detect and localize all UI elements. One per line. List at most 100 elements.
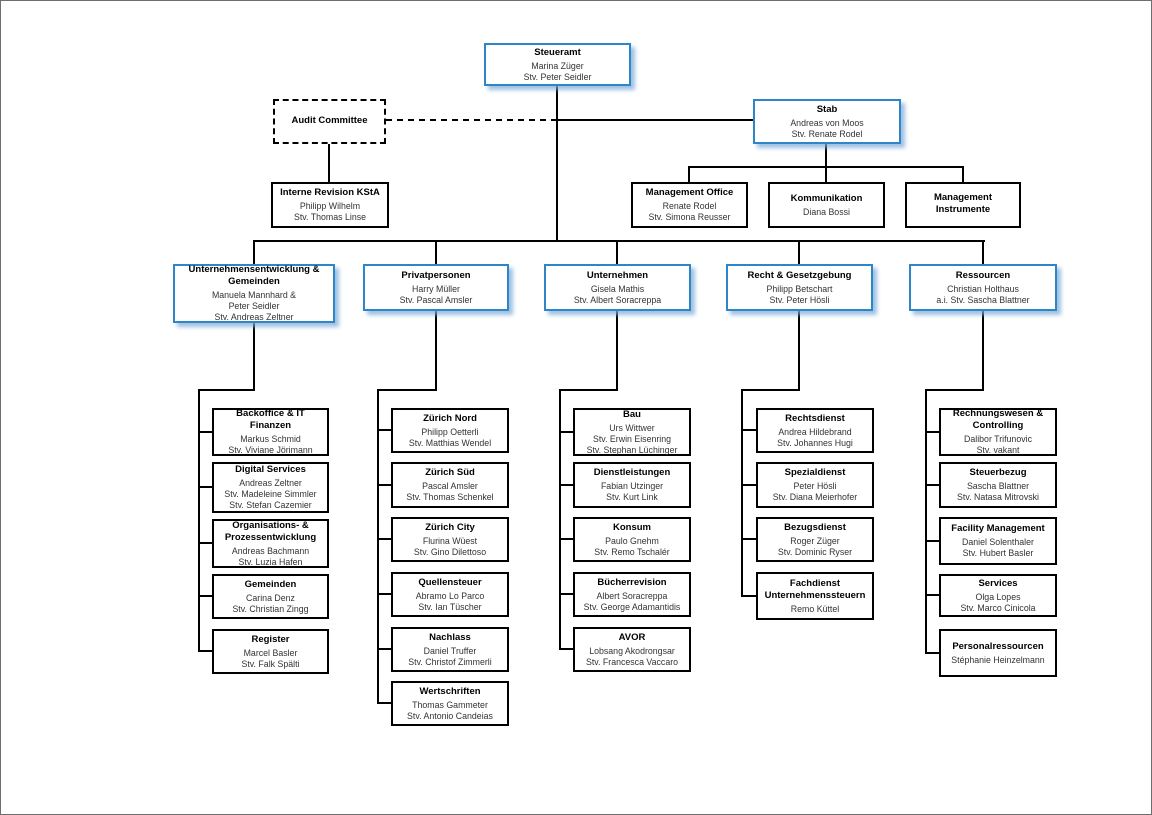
node-title: Audit Committee: [291, 114, 368, 126]
org-node-zuerich-city: Zürich City Flurina Wüest Stv. Gino Dile…: [391, 517, 509, 562]
org-node-steueramt: Steueramt Marina Züger Stv. Peter Seidle…: [484, 43, 631, 86]
connector-col1-spine: [198, 389, 200, 652]
connector-col2-stub-5: [377, 648, 391, 650]
connector-col3-stub-1: [559, 431, 573, 433]
connector-drop-division-2: [435, 240, 437, 264]
connector-drop-division-1: [253, 240, 255, 264]
node-person: Roger Züger: [790, 535, 840, 546]
connector-col5-jog: [925, 389, 984, 391]
node-person: Sascha Blattner: [966, 481, 1030, 491]
node-person: Manuela Mannhard &: [211, 290, 297, 300]
org-node-bau: Bau Urs Wittwer Stv. Erwin Eisenring Stv…: [573, 408, 691, 456]
node-person: Marina Züger: [531, 60, 584, 71]
connector-col4-stub-3: [741, 538, 756, 540]
org-node-stab: Stab Andreas von Moos Stv. Renate Rodel: [753, 99, 901, 144]
node-deputy: Stv. Andreas Zeltner: [214, 312, 294, 322]
node-person: Markus Schmid: [240, 434, 301, 444]
node-title: Bezugsdienst: [784, 521, 846, 533]
node-title: Quellensteuer: [418, 576, 482, 588]
connector-col2-stub-1: [377, 429, 391, 431]
connector-col5-stub-1: [925, 431, 939, 433]
node-deputy: Stv. George Adamantidis: [583, 601, 681, 612]
connector-col3-stub-4: [559, 593, 573, 595]
node-person: Philipp Betschart: [766, 283, 833, 294]
node-person: Stéphanie Heinzelmann: [951, 654, 1045, 665]
connector-drop-kommunikation: [825, 166, 827, 182]
node-title: Kommunikation: [790, 192, 863, 204]
node-title: Organisations- & Prozessentwicklung: [224, 519, 317, 543]
node-title: Register: [251, 633, 290, 645]
connector-col4-spine: [741, 389, 743, 597]
org-node-audit-committee: Audit Committee: [273, 99, 386, 144]
connector-col1-drop: [253, 323, 255, 391]
org-node-wertschriften: Wertschriften Thomas Gammeter Stv. Anton…: [391, 681, 509, 726]
node-title: Services: [978, 577, 1018, 589]
node-deputy: Stv. Peter Hösli: [769, 294, 830, 305]
node-title: Unternehmensentwicklung & Gemeinden: [188, 264, 320, 287]
node-title: Management Instrumente: [933, 192, 993, 215]
connector-col1-stub-4: [198, 595, 212, 597]
node-deputy: Stv. Peter Seidler: [523, 71, 592, 82]
org-node-management-instrumente: Management Instrumente: [905, 182, 1021, 228]
org-node-division-unternehmensentwicklung: Unternehmensentwicklung & Gemeinden Manu…: [173, 264, 335, 323]
node-deputy: Stv. Erwin Eisenring: [592, 433, 672, 444]
node-person: Philipp Wilhelm: [299, 201, 361, 211]
node-person: Peter Hösli: [793, 481, 837, 491]
node-deputy: Stv. Gino Dilettoso: [413, 546, 487, 557]
node-deputy: Stv. Simona Reusser: [648, 212, 731, 222]
org-node-steuerbezug: Steuerbezug Sascha Blattner Stv. Natasa …: [939, 462, 1057, 508]
node-title: AVOR: [618, 631, 646, 643]
node-title: Ressourcen: [955, 269, 1011, 281]
org-node-rechnungswesen-controlling: Rechnungswesen & Controlling Dalibor Tri…: [939, 408, 1057, 456]
connector-col2-stub-3: [377, 538, 391, 540]
node-title: Zürich Nord: [423, 412, 477, 424]
connector-col4-drop: [798, 311, 800, 391]
org-node-division-privatpersonen: Privatpersonen Harry Müller Stv. Pascal …: [363, 264, 509, 311]
node-title: Bau: [623, 408, 641, 420]
node-person: Harry Müller: [412, 283, 460, 294]
connector-trunk-stab: [556, 119, 753, 121]
connector-drop-management-instrumente: [962, 166, 964, 182]
node-deputy: Stv. Falk Spälti: [241, 658, 300, 669]
org-node-personalressourcen: Personalressourcen Stéphanie Heinzelmann: [939, 629, 1057, 677]
node-title: Privatpersonen: [401, 269, 471, 281]
node-title: Unternehmen: [586, 269, 649, 281]
org-node-spezialdienst: Spezialdienst Peter Hösli Stv. Diana Mei…: [756, 462, 874, 508]
node-deputy: Stv. Thomas Linse: [293, 212, 367, 222]
connector-col3-jog: [559, 389, 618, 391]
node-person: Abramo Lo Parco: [415, 590, 485, 601]
org-node-zuerich-nord: Zürich Nord Philipp Oetterli Stv. Matthi…: [391, 408, 509, 453]
org-node-backoffice-it-finanzen: Backoffice & IT Finanzen Markus Schmid S…: [212, 408, 329, 456]
node-deputy: Stv. Thomas Schenkel: [406, 492, 494, 502]
node-deputy: Stv. Christian Zingg: [232, 603, 309, 614]
node-deputy: Stv. Antonio Candeias: [407, 710, 493, 721]
node-person: Olga Lopes: [975, 591, 1021, 602]
connector-col2-drop: [435, 311, 437, 391]
node-person: Marcel Basler: [243, 647, 298, 658]
node-deputy: Stv. Stefan Cazemier: [229, 500, 312, 510]
node-title: Zürich City: [425, 521, 475, 533]
connector-audit-dashed: [386, 119, 557, 121]
org-node-fachdienst-unternehmenssteuern: Fachdienst Unternehmenssteuern Remo Kütt…: [756, 572, 874, 620]
org-node-nachlass: Nachlass Daniel Truffer Stv. Christof Zi…: [391, 627, 509, 672]
node-person: Renate Rodel: [662, 201, 717, 211]
connector-drop-division-4: [798, 240, 800, 264]
org-node-konsum: Konsum Paulo Gnehm Stv. Remo Tschalér: [573, 517, 691, 562]
node-deputy: Stv. Viviane Jörimann: [228, 445, 313, 455]
node-deputy: Stv. Francesca Vaccaro: [585, 656, 679, 667]
org-node-kommunikation: Kommunikation Diana Bossi: [768, 182, 885, 228]
connector-col2-jog: [377, 389, 437, 391]
connector-col5-spine: [925, 389, 927, 654]
connector-col2-stub-6: [377, 702, 391, 704]
node-title: Konsum: [613, 521, 651, 533]
node-deputy: Stv. Matthias Wendel: [408, 437, 492, 448]
connector-col4-stub-4: [741, 595, 756, 597]
node-title: Facility Management: [951, 523, 1045, 534]
node-title: Interne Revision KStA: [280, 187, 380, 198]
node-deputy: Stv. Dominic Ryser: [777, 546, 853, 557]
connector-col1-stub-1: [198, 431, 212, 433]
node-deputy: Stv. Hubert Basler: [962, 548, 1034, 558]
org-node-digital-services: Digital Services Andreas Zeltner Stv. Ma…: [212, 462, 329, 513]
org-node-division-recht-gesetzgebung: Recht & Gesetzgebung Philipp Betschart S…: [726, 264, 873, 311]
